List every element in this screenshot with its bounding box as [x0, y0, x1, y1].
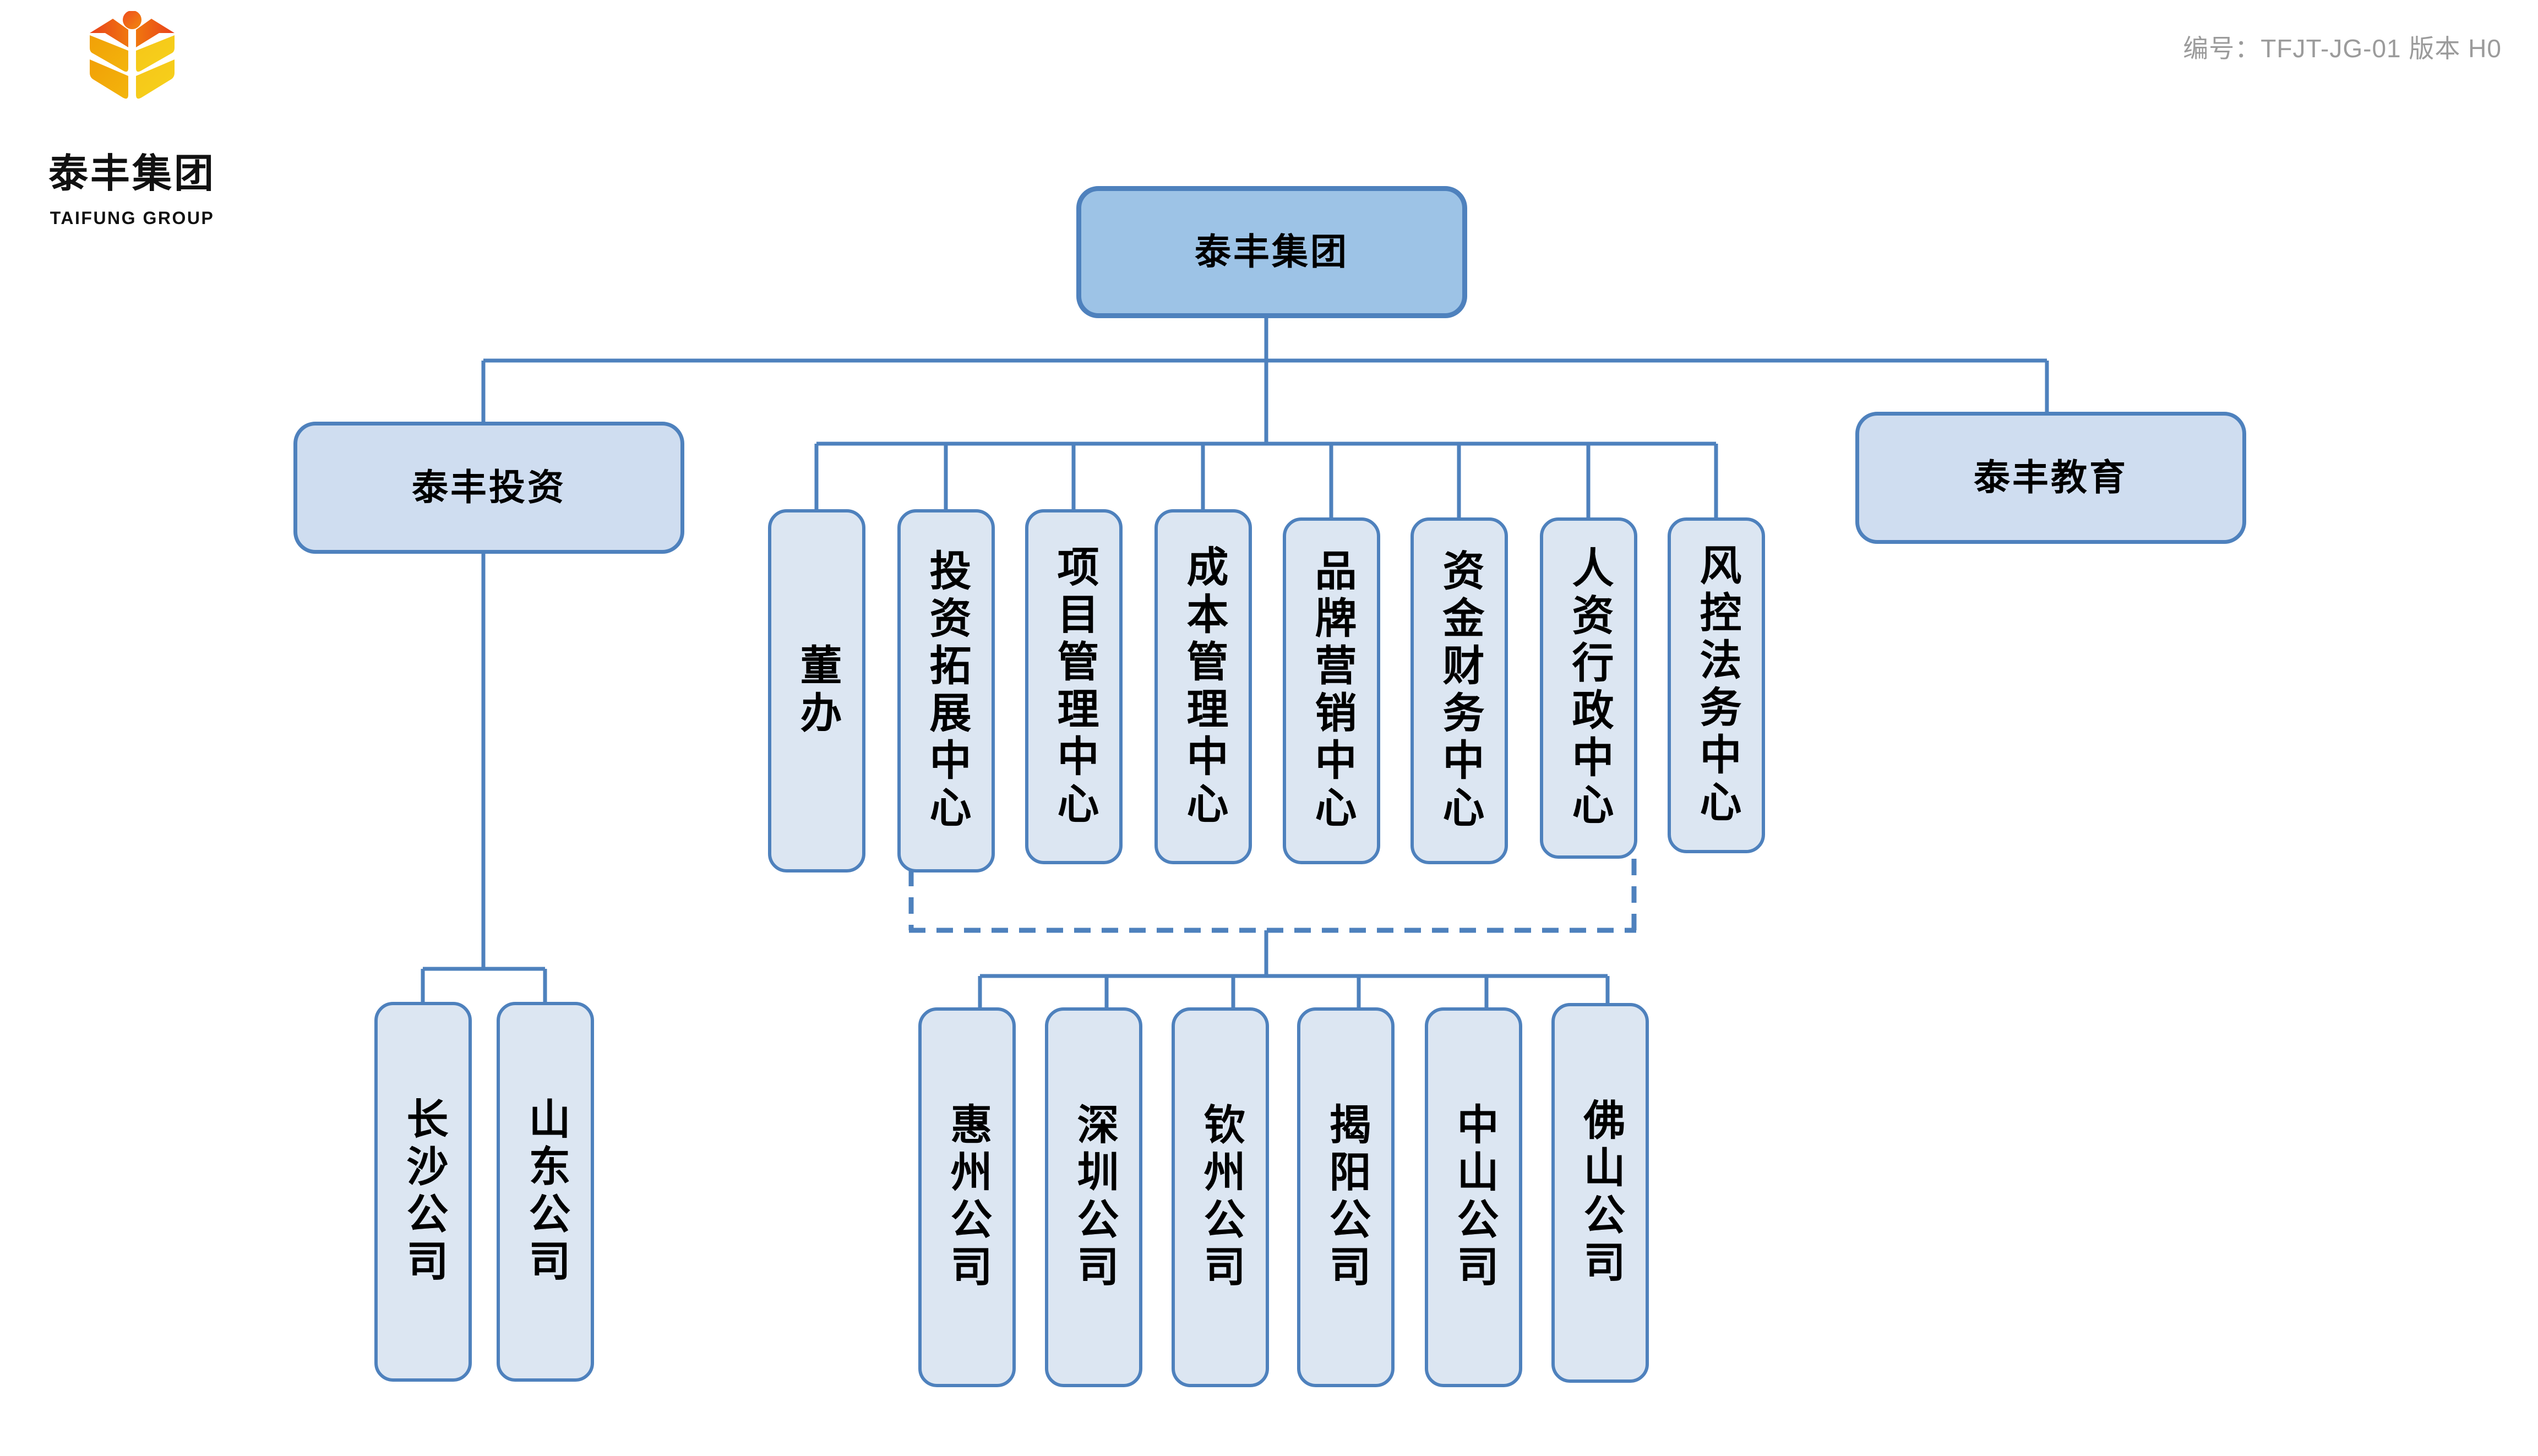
node-invest-company-0[interactable]: 长沙公司: [374, 1002, 472, 1382]
node-project-company-3[interactable]: 揭阳公司: [1297, 1007, 1395, 1387]
logo-name-cn: 泰丰集团: [48, 152, 216, 196]
node-education[interactable]: 泰丰教育: [1855, 412, 2246, 544]
node-dept-5-label: 资金财务中心: [1436, 549, 1483, 833]
node-project-company-5[interactable]: 佛山公司: [1551, 1003, 1649, 1383]
wheat-sheaf-logo-icon: [90, 11, 175, 99]
node-invest[interactable]: 泰丰投资: [293, 422, 684, 554]
node-dept-3-label: 成本管理中心: [1180, 544, 1227, 829]
node-project-company-2-label: 钦州公司: [1197, 1103, 1244, 1292]
node-dept-7-label: 风控法务中心: [1693, 543, 1740, 827]
node-education-label: 泰丰教育: [1974, 457, 2128, 498]
node-project-company-4-label: 中山公司: [1450, 1103, 1497, 1292]
node-dept-6[interactable]: 人资行政中心: [1540, 517, 1637, 859]
node-invest-company-1-label: 山东公司: [522, 1097, 569, 1286]
node-project-company-1-label: 深圳公司: [1070, 1103, 1118, 1292]
node-dept-1-label: 投资拓展中心: [923, 549, 970, 833]
node-project-company-5-label: 佛山公司: [1577, 1098, 1624, 1288]
node-dept-4-label: 品牌营销中心: [1308, 549, 1355, 833]
node-dept-7[interactable]: 风控法务中心: [1668, 517, 1765, 853]
node-dept-6-label: 人资行政中心: [1565, 546, 1613, 830]
node-dept-4[interactable]: 品牌营销中心: [1283, 517, 1380, 864]
node-dept-0[interactable]: 董办: [768, 509, 865, 872]
node-project-company-2[interactable]: 钦州公司: [1172, 1007, 1269, 1387]
node-project-company-0[interactable]: 惠州公司: [918, 1007, 1016, 1387]
node-invest-label: 泰丰投资: [412, 467, 566, 508]
node-invest-company-0-label: 长沙公司: [400, 1097, 447, 1286]
company-logo: 泰丰集团 TAIFUNG GROUP: [39, 11, 226, 259]
node-project-company-1[interactable]: 深圳公司: [1045, 1007, 1142, 1387]
node-project-company-4[interactable]: 中山公司: [1425, 1007, 1522, 1387]
node-project-company-0-label: 惠州公司: [944, 1103, 991, 1292]
node-dept-5[interactable]: 资金财务中心: [1410, 517, 1508, 864]
node-dept-2[interactable]: 项目管理中心: [1025, 509, 1123, 864]
node-group-label: 泰丰集团: [1195, 231, 1349, 272]
node-invest-company-1[interactable]: 山东公司: [497, 1002, 594, 1382]
logo-name-en: TAIFUNG GROUP: [50, 208, 215, 228]
node-dept-0-label: 董办: [793, 644, 841, 738]
node-dept-3[interactable]: 成本管理中心: [1154, 509, 1252, 864]
document-code: 编号：TFJT-JG-01 版本 H0: [2183, 34, 2502, 63]
node-dept-2-label: 项目管理中心: [1050, 544, 1098, 829]
node-project-company-3-label: 揭阳公司: [1322, 1103, 1370, 1292]
node-dept-1[interactable]: 投资拓展中心: [897, 509, 995, 872]
node-group[interactable]: 泰丰集团: [1076, 186, 1467, 318]
